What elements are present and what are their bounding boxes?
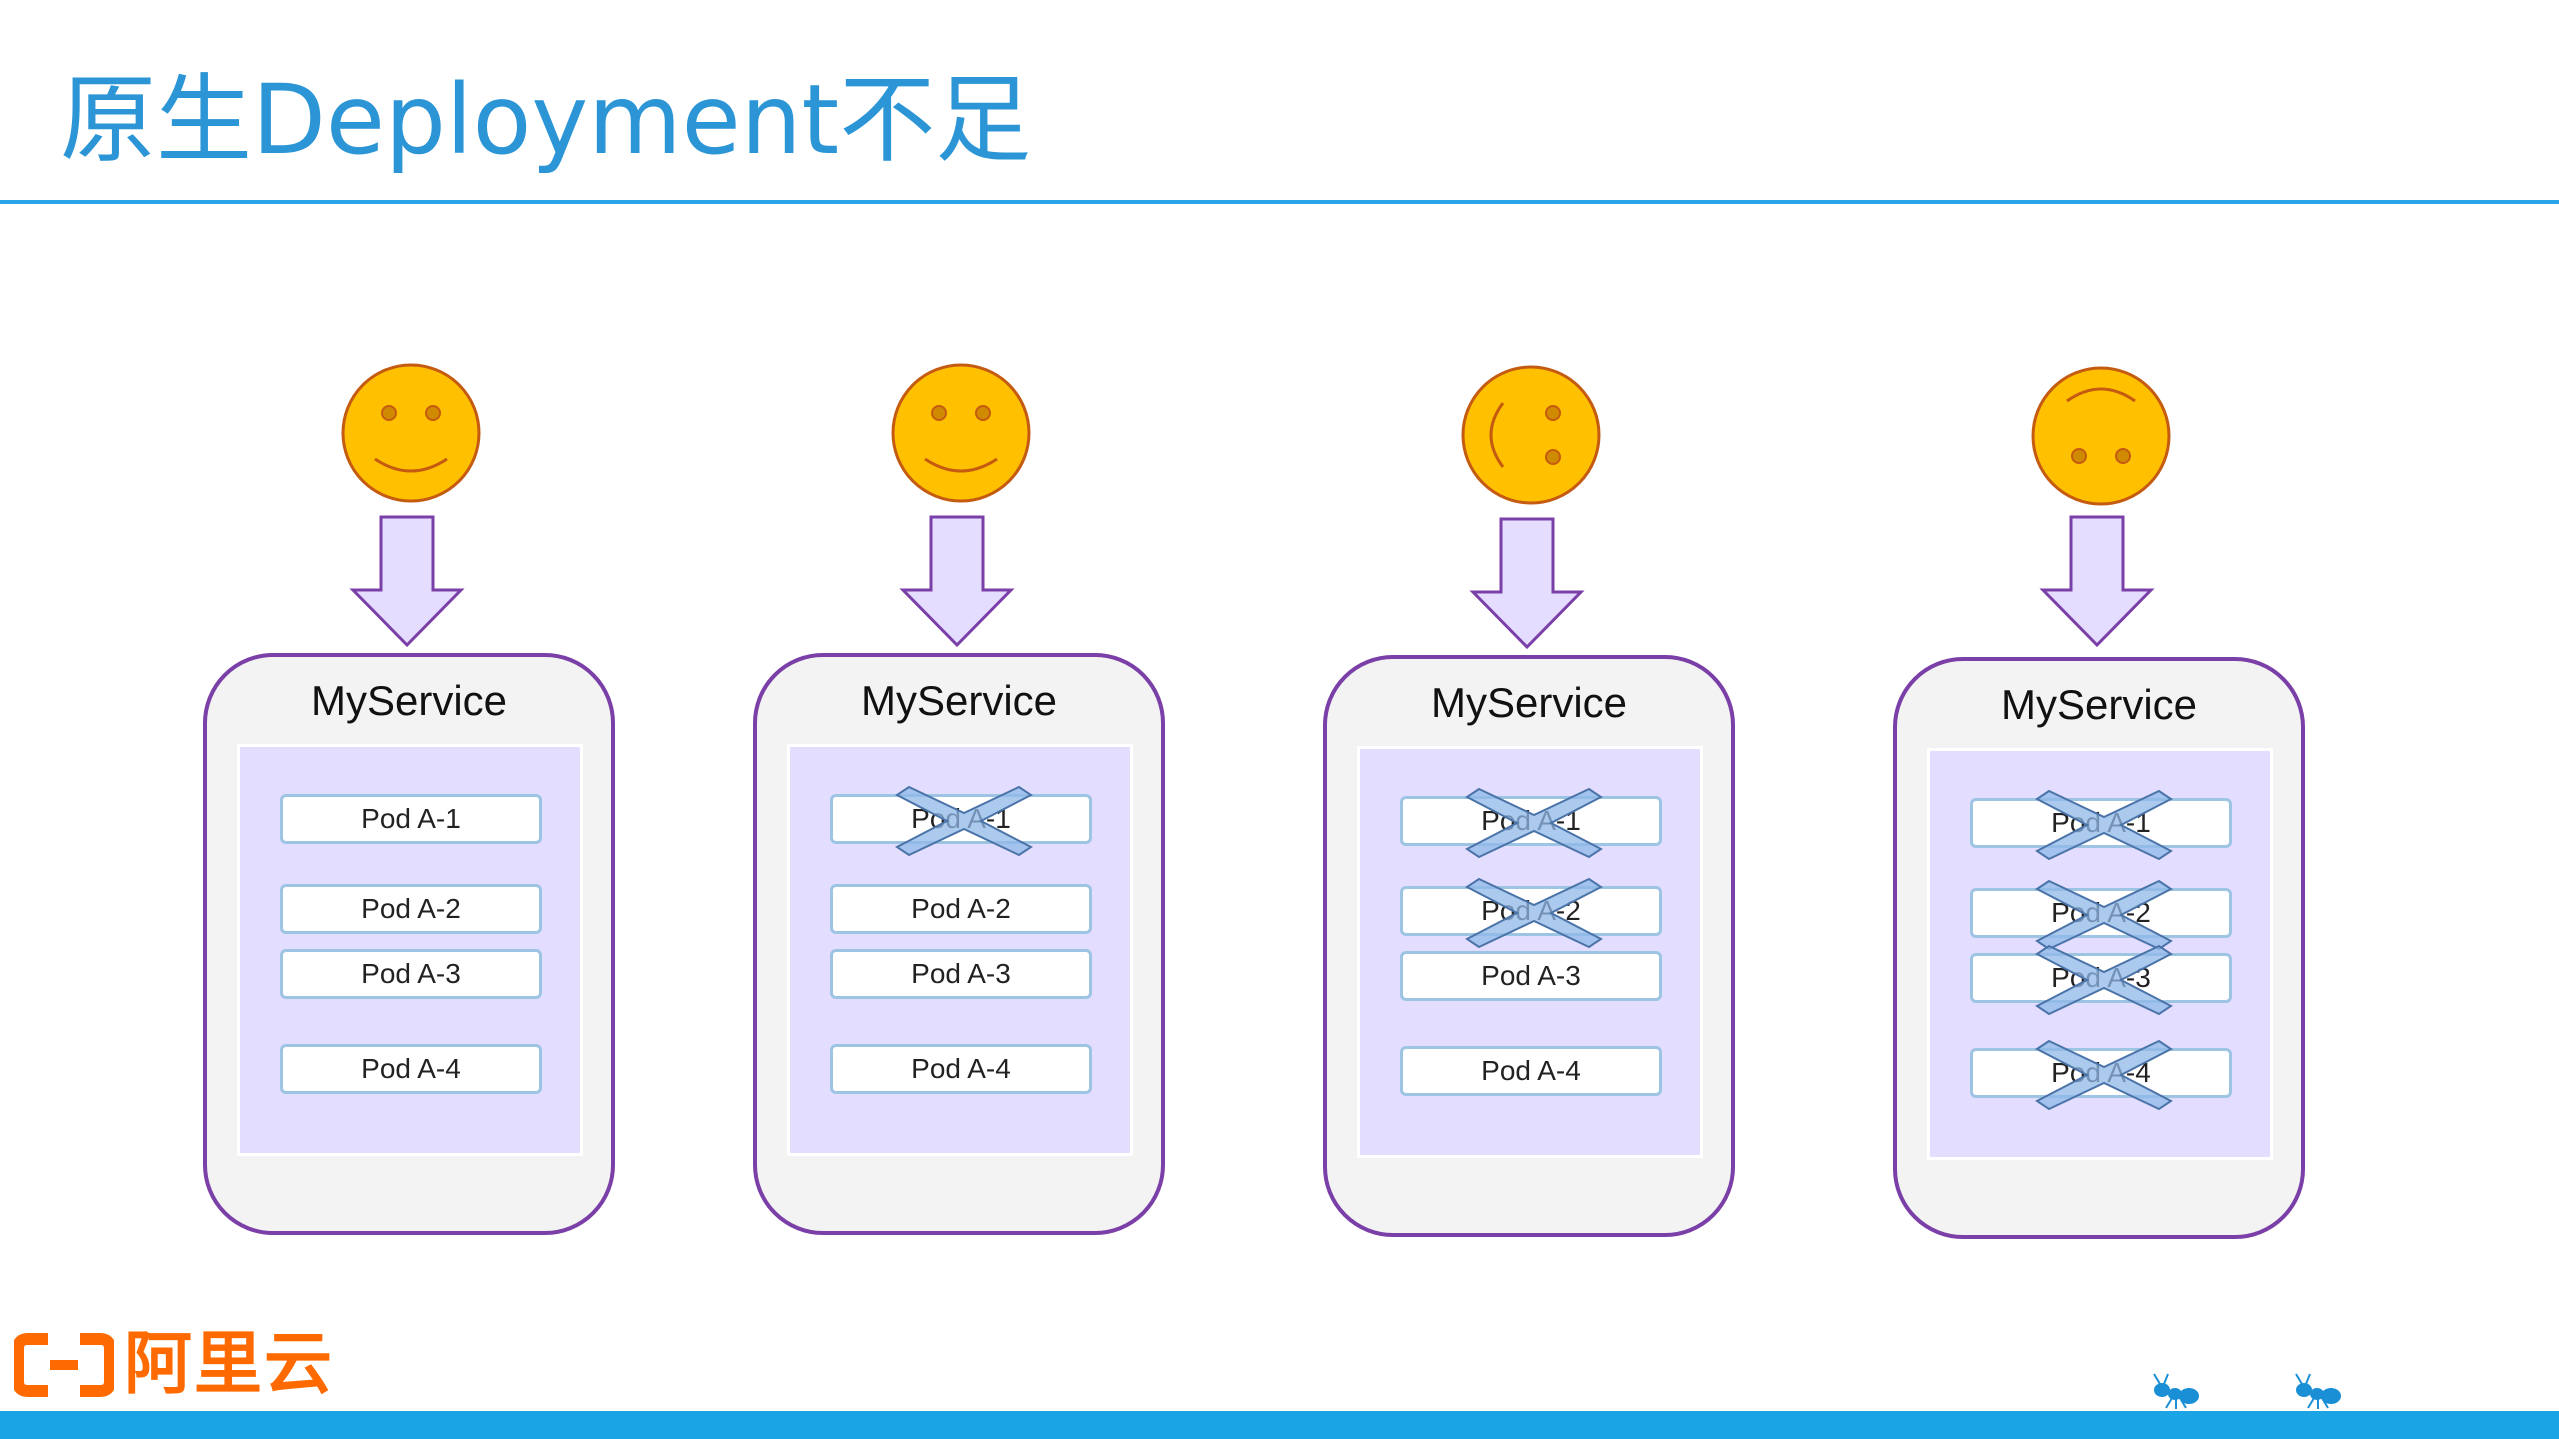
- service-panel-2: MyService Pod A-1 Pod A-2 Pod A-3 Pod A-…: [733, 355, 1173, 1245]
- pod-label: Pod A-3: [361, 958, 461, 989]
- failed-cross-icon: [2035, 944, 2173, 1016]
- down-arrow-icon: [899, 515, 1015, 648]
- service-title: MyService: [2000, 681, 2198, 728]
- pod-card: Pod A-2: [1400, 877, 1662, 949]
- pod-card: Pod A-2: [280, 884, 542, 934]
- happy-face-icon: [341, 363, 481, 503]
- sad-face-icon: [2031, 366, 2171, 506]
- face-arrow-graphic: [891, 363, 1031, 648]
- pod-label: Pod A-4: [361, 1053, 461, 1084]
- service-panel-3: MyService Pod A-1 Pod A-2 Pod A-3 Pod A-…: [1303, 355, 1743, 1245]
- pod-card: Pod A-4: [1970, 1039, 2232, 1111]
- ant-icon: [2153, 1373, 2199, 1409]
- service-box: MyService Pod A-1 Pod A-2 Pod A-3 Pod A-…: [1893, 657, 2305, 1239]
- face-arrow-graphic: [341, 363, 481, 648]
- pod-card: Pod A-4: [830, 1044, 1092, 1094]
- pod-list: Pod A-1 Pod A-2 Pod A-3 Pod A-4: [1357, 746, 1703, 1158]
- service-title: MyService: [860, 677, 1058, 724]
- down-arrow-icon: [349, 515, 465, 648]
- happy-face-icon: [891, 363, 1031, 503]
- service-box: MyService Pod A-1 Pod A-2 Pod A-3 Pod A-…: [203, 653, 615, 1235]
- failed-cross-icon: [2035, 879, 2173, 951]
- face-arrow-graphic: [2031, 366, 2171, 648]
- service-panel-1: MyService Pod A-1 Pod A-2 Pod A-3 Pod A-…: [183, 355, 623, 1245]
- pod-card: Pod A-1: [1400, 787, 1662, 859]
- pod-card: Pod A-3: [1970, 944, 2232, 1016]
- aliyun-bracket-icon: [14, 1333, 114, 1397]
- pod-card: Pod A-2: [830, 884, 1092, 934]
- pod-label: Pod A-3: [1481, 960, 1581, 991]
- pod-list: Pod A-1 Pod A-2 Pod A-3 Pod A-4: [1927, 748, 2273, 1160]
- logo-text: 阿里云: [124, 1325, 335, 1404]
- service-box: MyService Pod A-1 Pod A-2 Pod A-3 Pod A-…: [753, 653, 1165, 1235]
- pod-list: Pod A-1 Pod A-2 Pod A-3 Pod A-4: [237, 744, 583, 1156]
- pod-label: Pod A-2: [911, 893, 1011, 924]
- pod-card: Pod A-4: [1400, 1046, 1662, 1096]
- pod-label: Pod A-1: [361, 803, 461, 834]
- pod-card: Pod A-3: [280, 949, 542, 999]
- pod-card: Pod A-3: [830, 949, 1092, 999]
- pod-card: Pod A-1: [1970, 789, 2232, 861]
- pod-label: Pod A-3: [911, 958, 1011, 989]
- ant-icon: [2295, 1373, 2341, 1409]
- failed-cross-icon: [2035, 1039, 2173, 1111]
- down-arrow-icon: [2039, 515, 2155, 648]
- service-title: MyService: [310, 677, 508, 724]
- pod-card: Pod A-1: [830, 785, 1092, 857]
- footer-bar: [0, 1411, 2559, 1439]
- pod-card: Pod A-3: [1400, 951, 1662, 1001]
- uneasy-face-icon: [1461, 365, 1601, 505]
- pod-label: Pod A-2: [361, 893, 461, 924]
- down-arrow-icon: [1469, 517, 1585, 650]
- face-arrow-graphic: [1461, 365, 1601, 650]
- pod-card: Pod A-1: [280, 794, 542, 844]
- pod-card: Pod A-2: [1970, 879, 2232, 951]
- service-panel-4: MyService Pod A-1 Pod A-2 Pod A-3 Pod A-…: [1873, 355, 2313, 1245]
- service-title: MyService: [1430, 679, 1628, 726]
- failed-cross-icon: [1465, 877, 1603, 949]
- pod-list: Pod A-1 Pod A-2 Pod A-3 Pod A-4: [787, 744, 1133, 1156]
- pod-label: Pod A-4: [911, 1053, 1011, 1084]
- aliyun-logo: 阿里云: [14, 1325, 334, 1405]
- pod-card: Pod A-4: [280, 1044, 542, 1094]
- failed-cross-icon: [2035, 789, 2173, 861]
- title-divider: [0, 200, 2559, 204]
- service-box: MyService Pod A-1 Pod A-2 Pod A-3 Pod A-…: [1323, 655, 1735, 1237]
- failed-cross-icon: [1465, 787, 1603, 859]
- slide-title: 原生Deployment不足: [60, 64, 1032, 176]
- failed-cross-icon: [895, 785, 1033, 857]
- pod-label: Pod A-4: [1481, 1055, 1581, 1086]
